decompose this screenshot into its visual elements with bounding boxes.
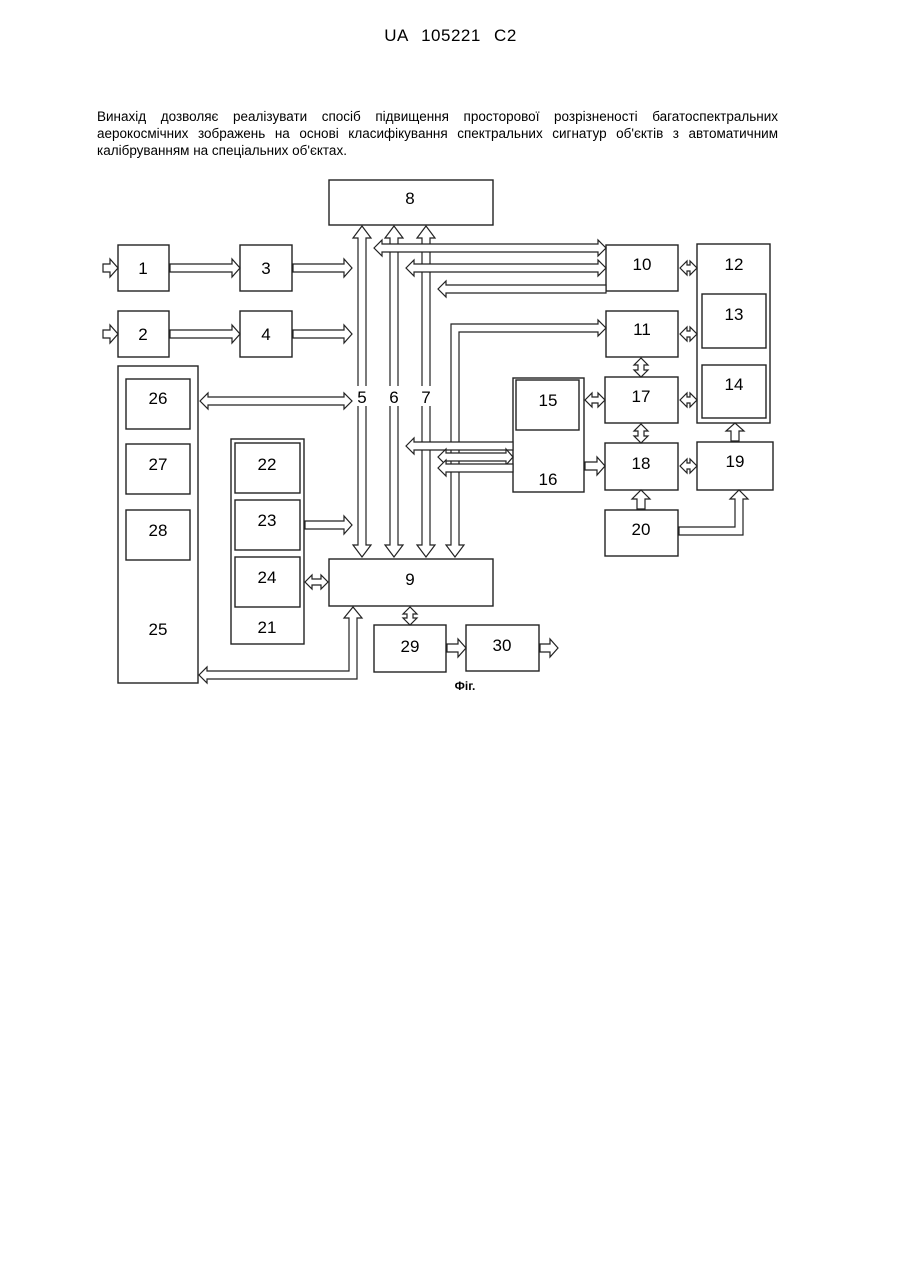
arrow-10-12 bbox=[680, 261, 697, 275]
label-3: 3 bbox=[261, 259, 270, 278]
arrow-10-to-bus bbox=[438, 281, 606, 297]
arrow-20-to-19 bbox=[679, 490, 748, 535]
arrow-11-13 bbox=[680, 327, 697, 341]
arrow-16-to-18 bbox=[585, 457, 605, 475]
figure-caption: Фіг. bbox=[455, 679, 476, 693]
arrow-20-to-18 bbox=[632, 490, 650, 509]
arrow-bus-to-10-a bbox=[374, 240, 606, 256]
label-16: 16 bbox=[539, 470, 558, 489]
label-22: 22 bbox=[258, 455, 277, 474]
arrow-bus-to-10-b bbox=[406, 260, 606, 276]
arrow-3-to-bus bbox=[293, 259, 352, 277]
label-21: 21 bbox=[258, 618, 277, 637]
arrow-bus-16-b bbox=[438, 449, 513, 465]
arrow-17-14 bbox=[680, 393, 697, 407]
label-2: 2 bbox=[138, 325, 147, 344]
label-17: 17 bbox=[632, 387, 651, 406]
input-arrow-2 bbox=[103, 325, 118, 343]
label-23: 23 bbox=[258, 511, 277, 530]
label-4: 4 bbox=[261, 325, 270, 344]
label-27: 27 bbox=[149, 455, 168, 474]
arrow-4-to-bus bbox=[293, 325, 352, 343]
label-13: 13 bbox=[725, 305, 744, 324]
label-9: 9 bbox=[405, 570, 414, 589]
label-24: 24 bbox=[258, 568, 277, 587]
input-arrow-1 bbox=[103, 259, 118, 277]
arrow-23-to-bus bbox=[305, 516, 352, 534]
arrow-18-19 bbox=[680, 459, 697, 473]
label-30: 30 bbox=[493, 636, 512, 655]
label-11: 11 bbox=[633, 320, 651, 339]
arrow-29-to-30 bbox=[447, 639, 466, 657]
label-8: 8 bbox=[405, 189, 414, 208]
arrow-19-to-14 bbox=[726, 423, 744, 441]
label-15: 15 bbox=[539, 391, 558, 410]
arrow-2-to-4 bbox=[170, 325, 240, 343]
label-14: 14 bbox=[725, 375, 744, 394]
arrow-16-to-bus-c bbox=[438, 460, 513, 476]
arrow-17-18 bbox=[634, 424, 648, 443]
label-1: 1 bbox=[138, 259, 147, 278]
bus-label-5: 5 bbox=[357, 388, 366, 407]
label-10: 10 bbox=[633, 255, 652, 274]
arrow-1-to-3 bbox=[170, 259, 240, 277]
arrow-24-9 bbox=[305, 575, 328, 589]
arrow-15-17 bbox=[585, 393, 605, 407]
label-19: 19 bbox=[726, 452, 745, 471]
arrow-9-29 bbox=[403, 607, 417, 625]
label-18: 18 bbox=[632, 454, 651, 473]
label-26: 26 bbox=[149, 389, 168, 408]
bus-label-7: 7 bbox=[421, 388, 430, 407]
label-20: 20 bbox=[632, 520, 651, 539]
arrow-11-17 bbox=[634, 358, 648, 377]
arrow-26-bus bbox=[200, 393, 352, 409]
label-25: 25 bbox=[149, 620, 168, 639]
label-29: 29 bbox=[401, 637, 420, 656]
bus-label-6: 6 bbox=[389, 388, 398, 407]
label-28: 28 bbox=[149, 521, 168, 540]
output-arrow-30 bbox=[540, 639, 558, 657]
label-12: 12 bbox=[725, 255, 744, 274]
